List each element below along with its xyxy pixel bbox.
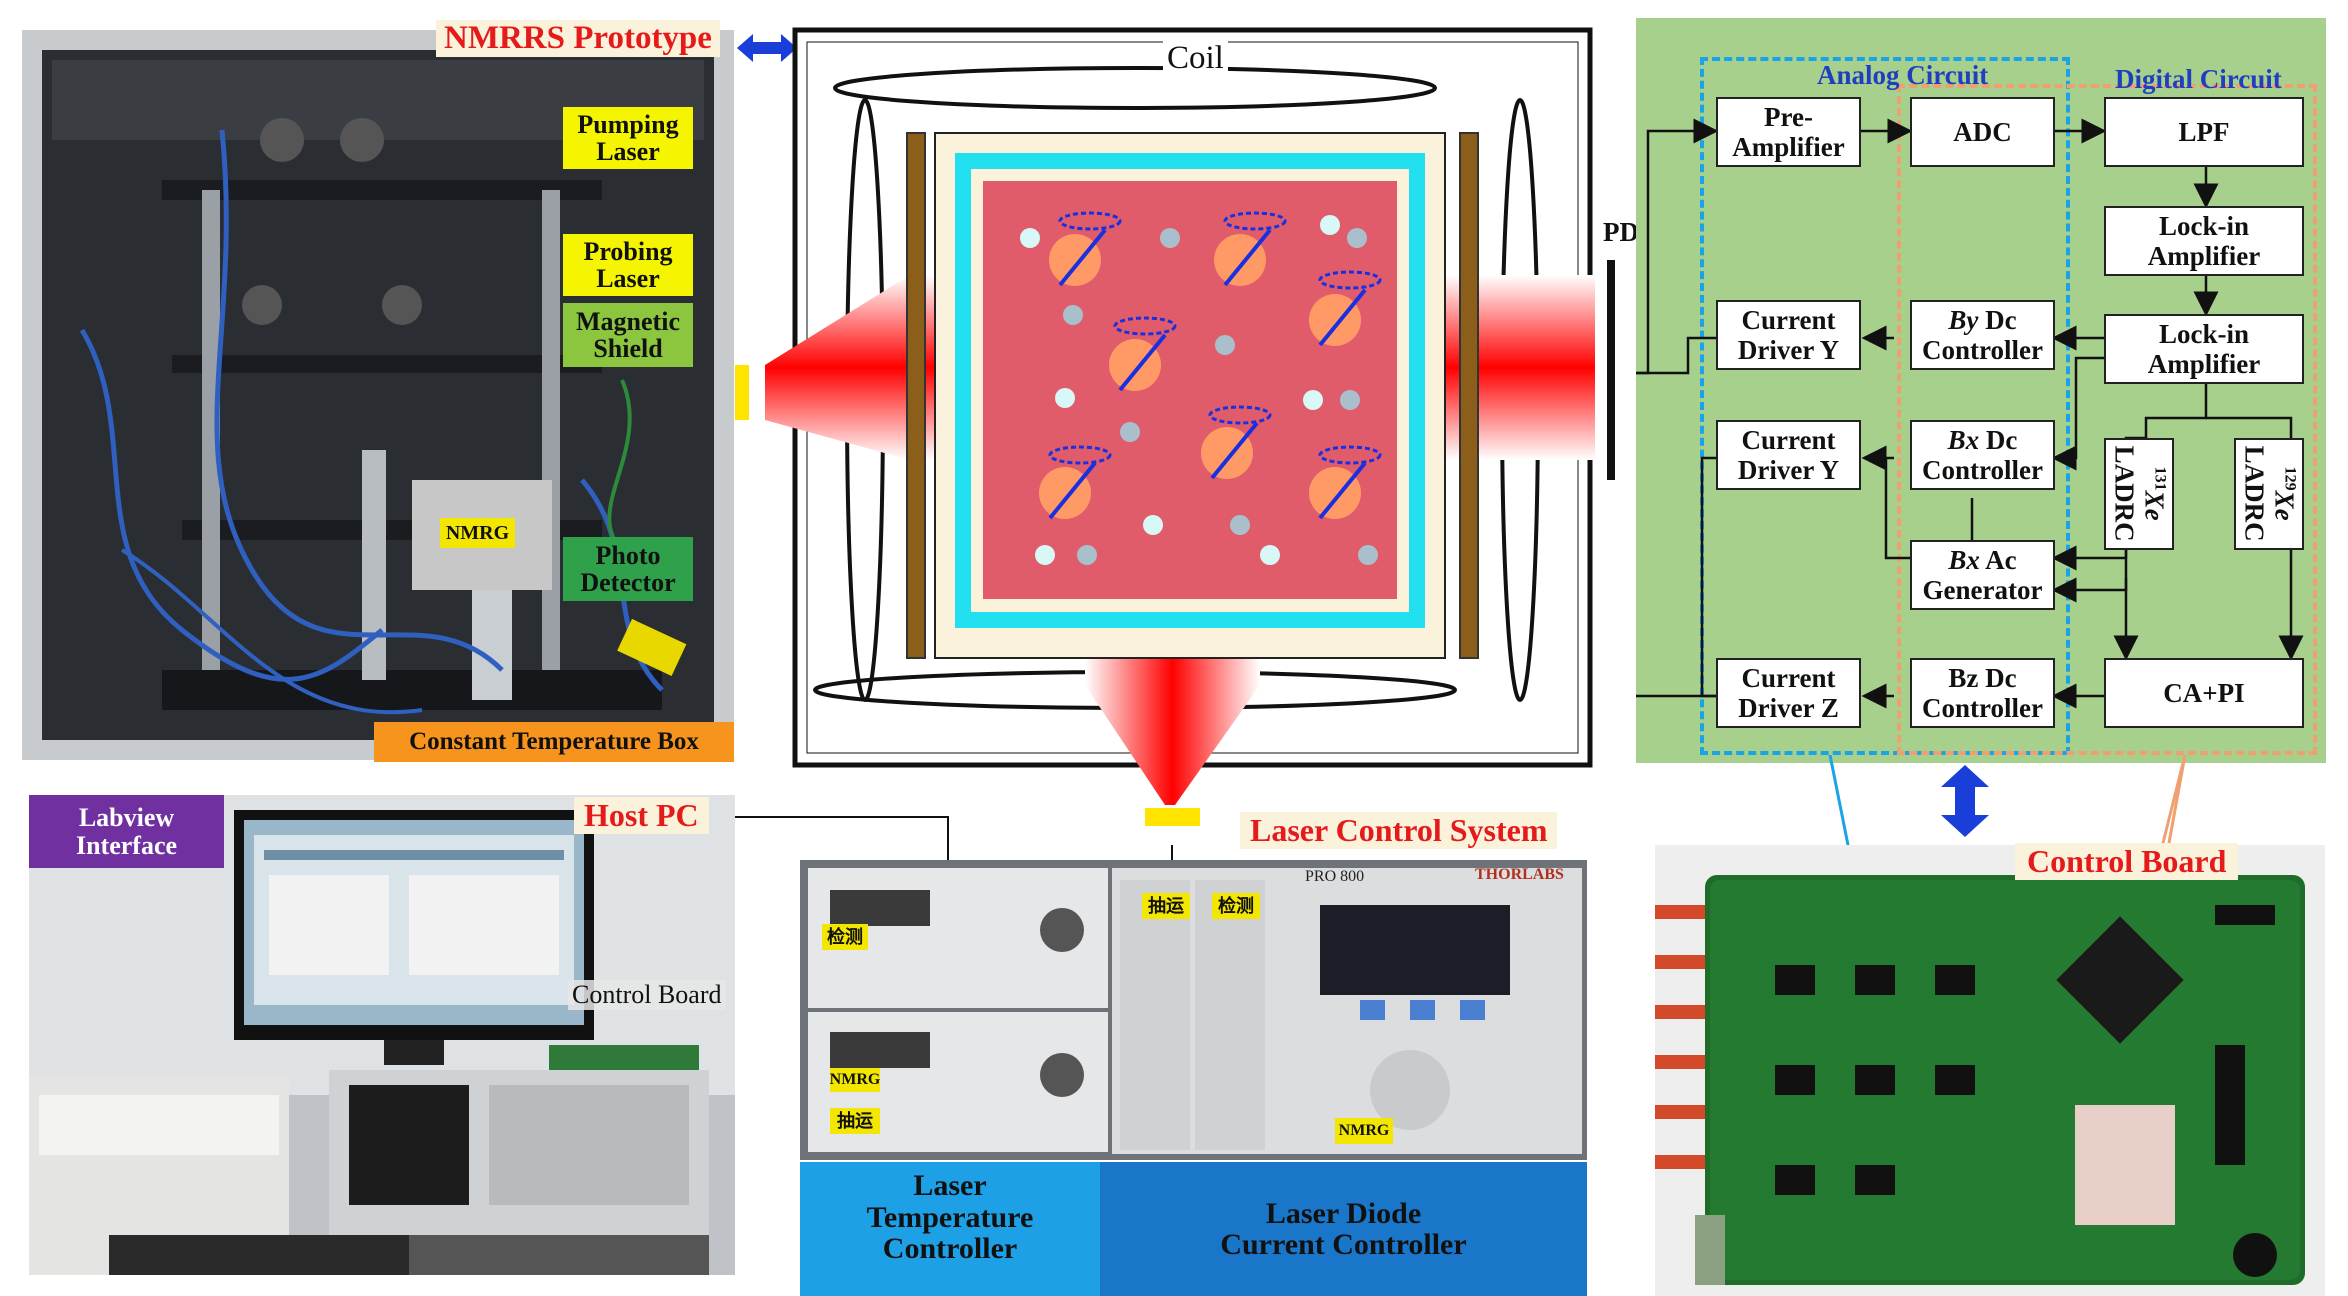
- ladrc-129-element: Xe: [2269, 490, 2300, 521]
- bx-ac-text-2: Generator: [1922, 575, 2043, 605]
- pd-label: PD: [1603, 217, 1639, 247]
- ladrc-131-mass: 131: [2151, 466, 2169, 491]
- host-pc-title: Host PC: [574, 797, 709, 834]
- laser-control-photo: [800, 860, 1587, 1160]
- thorlabs-label: THORLABS: [1475, 866, 1564, 883]
- analog-circuit-title: Analog Circuit: [1817, 60, 1989, 90]
- lockin-amp-2: Lock-in Amplifier: [2104, 314, 2304, 384]
- adc-block: ADC: [1910, 97, 2055, 167]
- lockin-amp-1: Lock-in Amplifier: [2104, 206, 2304, 276]
- tag-nmrg-2: NMRG: [1335, 1118, 1393, 1144]
- nmrg-tag: NMRG: [440, 518, 515, 548]
- laser-diode-current-controller: Laser Diode Current Controller: [1100, 1162, 1587, 1296]
- tag-jiance-1: 检测: [822, 924, 868, 950]
- current-driver-y2: Current Driver Y: [1716, 420, 1861, 490]
- bx-dc-text-1: Dc: [1985, 424, 2018, 455]
- control-board-photo-graphic: [1655, 845, 2325, 1296]
- bx-symbol: Bx: [1947, 424, 1980, 455]
- capi-block: CA+PI: [2104, 658, 2304, 728]
- digital-circuit-title: Digital Circuit: [2115, 64, 2282, 94]
- circuit-wires: [1636, 118, 2304, 709]
- ladrc-129-block: 129Xe LADRC: [2234, 438, 2304, 550]
- coil-label: Coil: [1163, 40, 1228, 77]
- ladrc-131-element: Xe: [2139, 490, 2170, 521]
- ladrc-131-block: 131Xe LADRC: [2104, 438, 2174, 550]
- probing-laser-label: Probing Laser: [563, 234, 693, 296]
- tag-chouyun-2: 抽运: [1142, 893, 1190, 919]
- by-dc-text-2: Controller: [1922, 335, 2043, 365]
- bz-dc-controller: Bz Dc Controller: [1910, 658, 2055, 728]
- magnetic-shield-label: Magnetic Shield: [563, 303, 693, 367]
- by-dc-controller: By Dc Controller: [1910, 300, 2055, 370]
- by-symbol: By: [1948, 304, 1979, 335]
- preamp-block: Pre-Amplifier: [1716, 97, 1861, 167]
- pumping-laser-label: Pumping Laser: [563, 107, 693, 169]
- pro800-label: PRO 800: [1305, 868, 1365, 885]
- bx-ac-symbol: Bx: [1948, 544, 1980, 575]
- control-board-photo: [1655, 845, 2325, 1296]
- atoms-group: [1020, 211, 1382, 565]
- laser-temperature-controller: Laser Temperature Controller: [800, 1162, 1100, 1296]
- constant-temperature-box-label: Constant Temperature Box: [374, 722, 734, 762]
- labview-interface-label: Labview Interface: [29, 795, 224, 868]
- photo-detector-label: Photo Detector: [563, 537, 693, 601]
- current-driver-z: Current Driver Z: [1716, 658, 1861, 728]
- analog-circuit-box: [1700, 57, 2070, 755]
- host-pc-photo: [29, 795, 735, 1275]
- circuit-board-link-icon: [1941, 765, 1989, 837]
- bx-ac-generator: Bx Ac Generator: [1910, 540, 2055, 610]
- prototype-title: NMRRS Prototype: [436, 20, 720, 57]
- control-board-title: Control Board: [2015, 843, 2239, 880]
- by-dc-text-1: Dc: [1985, 304, 2017, 335]
- host-pc-photo-graphic: [29, 795, 735, 1275]
- tag-jiance-2: 检测: [1212, 893, 1260, 919]
- tag-chouyun-1: 抽运: [830, 1108, 880, 1134]
- laser-control-photo-graphic: [800, 860, 1587, 1160]
- ladrc-129-mass: 129: [2281, 466, 2299, 491]
- current-driver-y1: Current Driver Y: [1716, 300, 1861, 370]
- tag-nmrg-1: NMRG: [830, 1068, 880, 1092]
- digital-circuit-box: [1897, 84, 2317, 755]
- lpf-block: LPF: [2104, 97, 2304, 167]
- ladrc-129-text: LADRC: [2240, 445, 2271, 543]
- bx-dc-controller: Bx Dc Controller: [1910, 420, 2055, 490]
- link-arrow-icon: [737, 34, 797, 62]
- host-control-board-label: Control Board: [568, 980, 726, 1010]
- cell-diagram: [735, 27, 1615, 875]
- bx-ac-text-1: Ac: [1985, 544, 2017, 575]
- laser-control-title: Laser Control System: [1240, 812, 1558, 849]
- ladrc-131-text: LADRC: [2110, 445, 2141, 543]
- bx-dc-text-2: Controller: [1922, 455, 2043, 485]
